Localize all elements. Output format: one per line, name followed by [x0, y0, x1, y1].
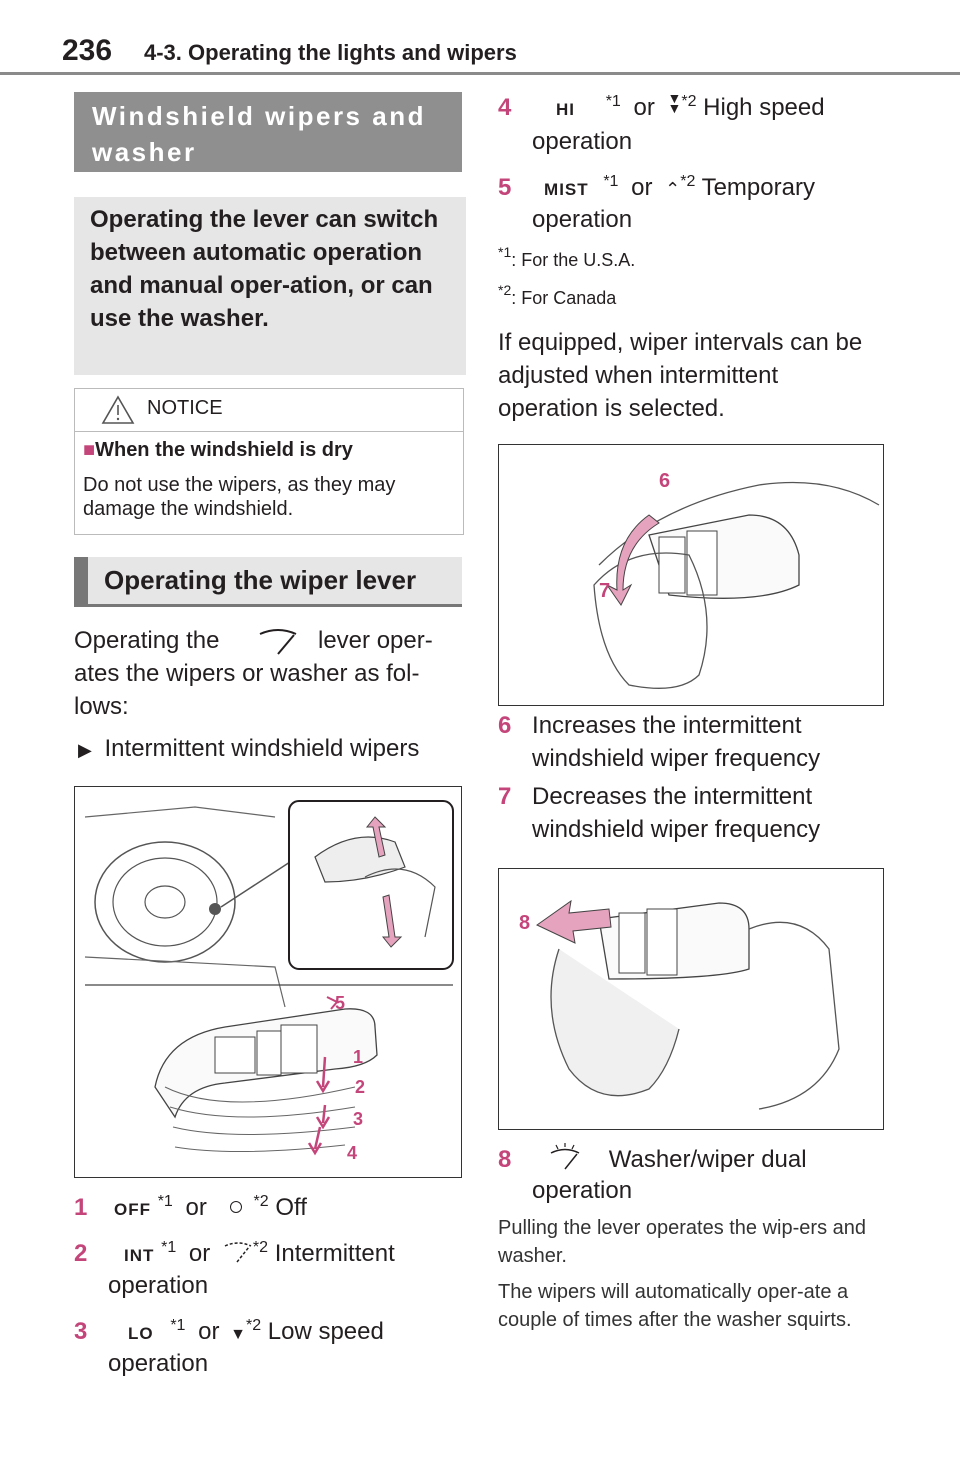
heading2-text: Operating the wiper lever: [104, 565, 417, 595]
summary-text: Operating the lever can switch between a…: [90, 206, 439, 332]
auto-text: The wipers will automatically oper-ate a…: [498, 1281, 852, 1331]
interval-text: If equipped, wiper intervals can be adju…: [498, 329, 863, 422]
header-divider: [0, 72, 960, 75]
footnote-1: *1: For the U.S.A.: [498, 244, 636, 270]
figure-washer-pull: 8: [498, 868, 884, 1130]
notice-title: NOTICE: [147, 397, 223, 419]
footnote-2: *2: For Canada: [498, 282, 617, 308]
washer-wiper-icon: [550, 1143, 580, 1170]
item-2: 2 INT *1 or *2 Intermittent: [74, 1239, 395, 1267]
intro-line-1b: lever oper-: [318, 627, 433, 654]
pull-text: Pulling the lever operates the wip-ers a…: [498, 1217, 866, 1267]
intro-line-3: lows:: [74, 693, 129, 720]
heading-operating-wiper-lever: Operating the wiper lever: [74, 557, 462, 607]
notice-body: Do not use the wipers, as they may damag…: [83, 474, 396, 520]
notice-subtitle: ■When the windshield is dry: [83, 439, 353, 461]
double-chevron-down-icon: ▼▼: [667, 90, 682, 116]
item-4: 4 HI *1 or ▼▼*2 High speed: [498, 90, 825, 121]
item-7-line-2: windshield wiper frequency: [532, 816, 821, 843]
summary-box: Operating the lever can switch between a…: [74, 197, 466, 375]
item-1: 1 OFF *1 or *2 Off: [74, 1193, 307, 1221]
item-8-line-2: operation: [532, 1177, 633, 1204]
callout-8: 8: [519, 912, 530, 934]
item-4-line-2: operation: [532, 128, 633, 155]
bullet-intermittent: ▶ Intermittent windshield wipers: [78, 735, 420, 762]
lever-illustration: 5 1 2 3 4: [84, 800, 454, 1163]
callout-5: 5: [335, 993, 345, 1013]
chevron-up-outline-icon: ⌃: [665, 179, 681, 199]
item-2-line-2: operation: [108, 1272, 209, 1299]
item-7: 7 Decreases the intermittent: [498, 783, 813, 810]
callout-4: 4: [347, 1143, 357, 1163]
wiper-icon: [259, 629, 297, 655]
triangle-bullet-icon: ▶: [78, 740, 92, 760]
page-number: 236: [62, 34, 113, 67]
section-title: 4-3. Operating the lights and wipers: [144, 40, 517, 65]
item-6: 6 Increases the intermittent: [498, 712, 802, 739]
figure-wiper-lever-positions: 5 1 2 3 4: [74, 786, 462, 1178]
callout-7: 7: [599, 580, 610, 602]
callout-2: 2: [355, 1077, 365, 1097]
heading2-bar: [74, 604, 462, 607]
notice-divider: [75, 431, 463, 432]
callout-6: 6: [659, 470, 670, 492]
square-bullet-icon: ■: [83, 439, 96, 461]
interval-illustration: 6 7: [593, 470, 880, 689]
heading1-text: Windshield wipers and washer: [92, 101, 426, 167]
heading-windshield-wipers: Windshield wipers and washer: [74, 92, 462, 172]
notice-box: NOTICE ■When the windshield is dry Do no…: [74, 388, 464, 535]
circle-icon: [229, 1201, 242, 1213]
item-8: 8 Washer/wiper dual: [498, 1143, 807, 1176]
figure-interval-adjust: 6 7: [498, 444, 884, 706]
warning-icon: [101, 395, 135, 424]
chevron-down-icon: ▼: [230, 1326, 246, 1343]
intro-line-1: Operating the: [74, 627, 220, 654]
washer-illustration: 8: [519, 899, 840, 1110]
callout-1: 1: [353, 1047, 363, 1067]
callout-3: 3: [353, 1109, 363, 1129]
item-3: 3 LO *1 or ▼*2 Low speed: [74, 1317, 384, 1345]
intro-line-2: ates the wipers or washer as fol-: [74, 660, 420, 687]
item-5-line-2: operation: [532, 206, 633, 233]
item-3-line-2: operation: [108, 1350, 209, 1377]
intermittent-wiper-icon: [224, 1242, 252, 1263]
item-6-line-2: windshield wiper frequency: [532, 745, 821, 772]
item-5: 5 MIST *1 or ⌃*2 Temporary: [498, 173, 815, 201]
